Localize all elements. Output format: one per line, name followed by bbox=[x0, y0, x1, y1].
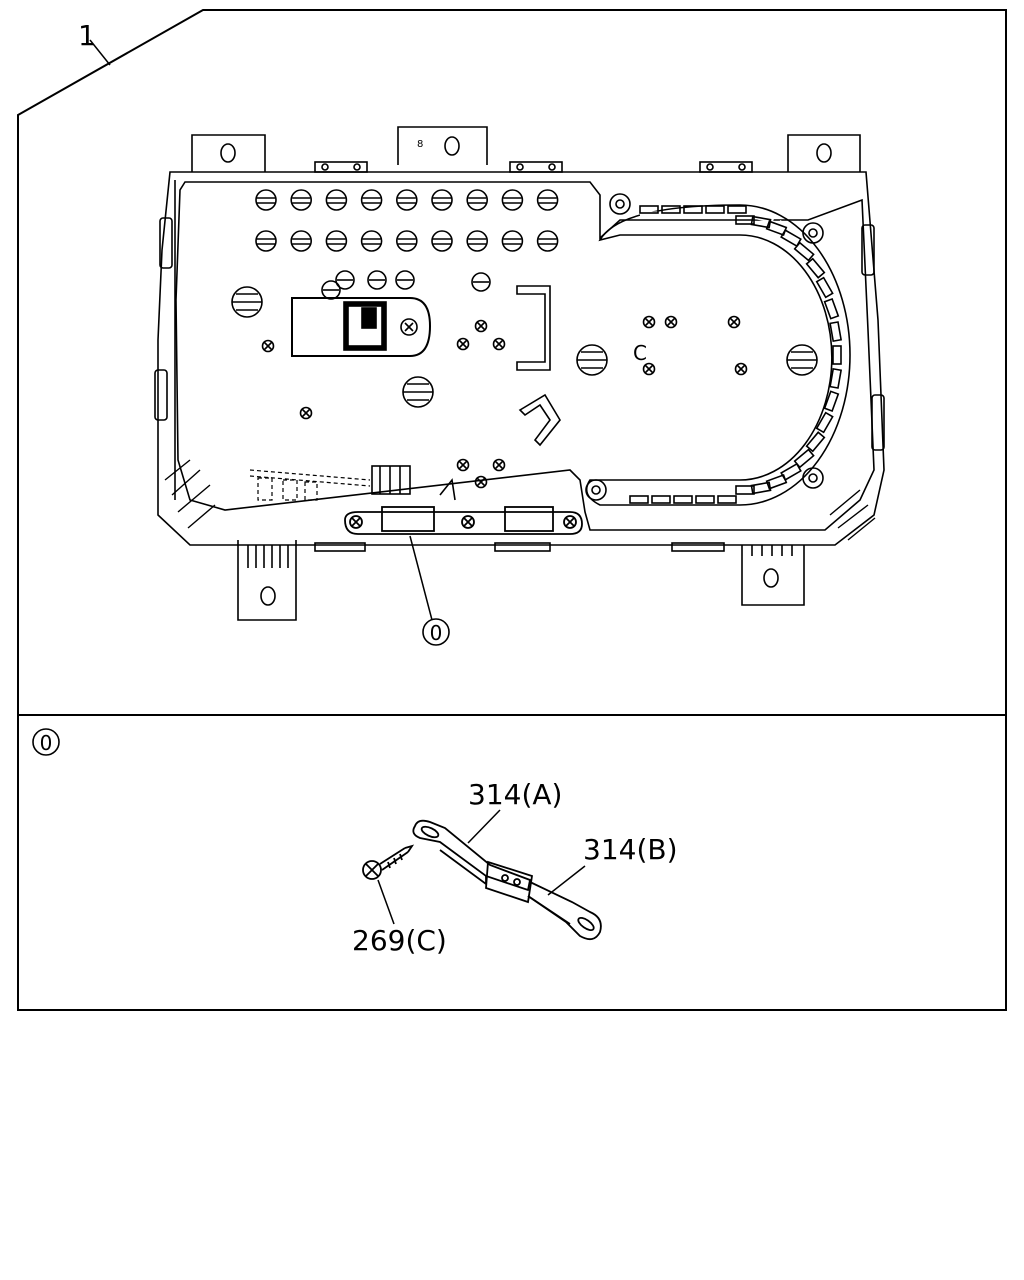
housing-inner-rim bbox=[175, 181, 875, 531]
screw bbox=[642, 362, 656, 376]
gauge-segment bbox=[780, 229, 802, 248]
lamp-socket bbox=[471, 272, 491, 292]
bracket-a-label: 314(A) bbox=[468, 778, 562, 811]
gauge-segment bbox=[735, 485, 755, 495]
screw bbox=[261, 339, 275, 353]
lamp-socket bbox=[290, 189, 313, 211]
screw bbox=[474, 475, 488, 489]
lamp-socket bbox=[325, 230, 348, 252]
detail-title-label: 0 bbox=[40, 731, 53, 755]
bottom-mounting-tabs bbox=[237, 540, 805, 621]
face-mark-label: C bbox=[633, 341, 647, 365]
lamp-socket bbox=[325, 189, 348, 211]
harness-hooks bbox=[516, 285, 561, 447]
lamp-socket bbox=[290, 230, 313, 252]
gauge-segment bbox=[823, 390, 840, 413]
gauge-segment bbox=[717, 495, 737, 504]
bracket-center-plate bbox=[485, 860, 534, 904]
gauge-segment bbox=[815, 276, 834, 299]
gauge-segment bbox=[823, 297, 840, 320]
dashed-harness bbox=[249, 469, 371, 501]
gauge-segment bbox=[829, 321, 843, 343]
gauge-segment bbox=[793, 241, 815, 262]
lamp-socket bbox=[466, 189, 489, 211]
small-connector bbox=[371, 465, 456, 501]
assembly-callout: 1 bbox=[78, 19, 111, 66]
mounting-bosses bbox=[231, 286, 818, 408]
lamp-socket bbox=[335, 270, 355, 290]
detail-callouts: 314(A) 314(B) 269(C) bbox=[352, 778, 678, 957]
gauge-segment bbox=[727, 205, 747, 214]
gauge-segment bbox=[673, 495, 693, 504]
lamp-socket bbox=[501, 189, 524, 211]
lamp-socket bbox=[367, 270, 387, 290]
gauge-segment bbox=[805, 431, 826, 453]
gauge-segments bbox=[629, 205, 843, 504]
lamp-socket bbox=[321, 280, 341, 300]
gauge-segment bbox=[735, 215, 755, 225]
lamp-socket bbox=[536, 230, 559, 252]
gauge-segment bbox=[695, 495, 715, 504]
lamp-socket bbox=[501, 230, 524, 252]
gauge-segment bbox=[750, 215, 772, 229]
gauge-segment bbox=[805, 257, 826, 279]
screw bbox=[474, 319, 488, 333]
diagram-frame bbox=[17, 9, 1007, 1011]
gauge-arc bbox=[585, 204, 851, 506]
lamp-socket bbox=[255, 230, 277, 252]
detail-ref-callout: 0 bbox=[409, 535, 450, 646]
connector-block bbox=[291, 297, 432, 357]
lamp-socket bbox=[431, 189, 453, 211]
detail-ref-label: 0 bbox=[430, 621, 443, 645]
screw bbox=[456, 458, 470, 472]
gauge-segment bbox=[832, 345, 842, 365]
lamp-socket bbox=[395, 189, 418, 211]
assembly-number-label: 1 bbox=[78, 19, 96, 52]
gauge-segment bbox=[765, 473, 788, 490]
screw-269c bbox=[362, 844, 415, 880]
gauge-segment bbox=[780, 462, 802, 481]
gauge-segment bbox=[651, 495, 671, 504]
lamp-socket bbox=[431, 230, 453, 252]
top-mounting-tabs: 8 bbox=[191, 126, 861, 173]
instrument-cluster: 8 bbox=[154, 126, 885, 621]
gauge-segment bbox=[661, 205, 681, 214]
lamp-socket-rows bbox=[255, 189, 559, 300]
tab-mark-label: 8 bbox=[417, 139, 423, 150]
screw bbox=[456, 337, 470, 351]
gauge-segment bbox=[629, 495, 649, 504]
screw bbox=[492, 458, 506, 472]
screw bbox=[727, 315, 741, 329]
side-clips bbox=[154, 180, 885, 500]
screw bbox=[299, 406, 313, 420]
lamp-socket bbox=[360, 189, 383, 211]
screw bbox=[492, 337, 506, 351]
lamp-socket bbox=[395, 230, 418, 252]
screw bbox=[734, 362, 748, 376]
gauge-segment bbox=[639, 205, 659, 214]
gauge-segment bbox=[815, 411, 834, 434]
gauge-segment bbox=[705, 205, 725, 214]
screw bbox=[664, 315, 678, 329]
screw-c-label: 269(C) bbox=[352, 924, 447, 957]
gauge-segment bbox=[683, 205, 703, 214]
small-screws bbox=[261, 315, 748, 489]
lamp-socket bbox=[360, 230, 383, 252]
lamp-socket bbox=[536, 189, 559, 211]
gauge-segment bbox=[829, 367, 843, 389]
gauge-segment bbox=[750, 481, 772, 495]
lamp-socket bbox=[255, 189, 277, 211]
bracket-a-strap bbox=[412, 819, 532, 892]
bottom-ribs bbox=[164, 459, 876, 541]
ground-bracket bbox=[344, 506, 583, 535]
bracket-b-label: 314(B) bbox=[583, 833, 678, 866]
bracket-b-strap bbox=[527, 881, 602, 941]
lamp-socket bbox=[395, 270, 415, 290]
lamp-socket bbox=[466, 230, 489, 252]
gauge-holes bbox=[585, 193, 824, 501]
screw bbox=[642, 315, 656, 329]
bracket-parts bbox=[362, 819, 602, 941]
detail-title-callout: 0 bbox=[32, 728, 60, 756]
